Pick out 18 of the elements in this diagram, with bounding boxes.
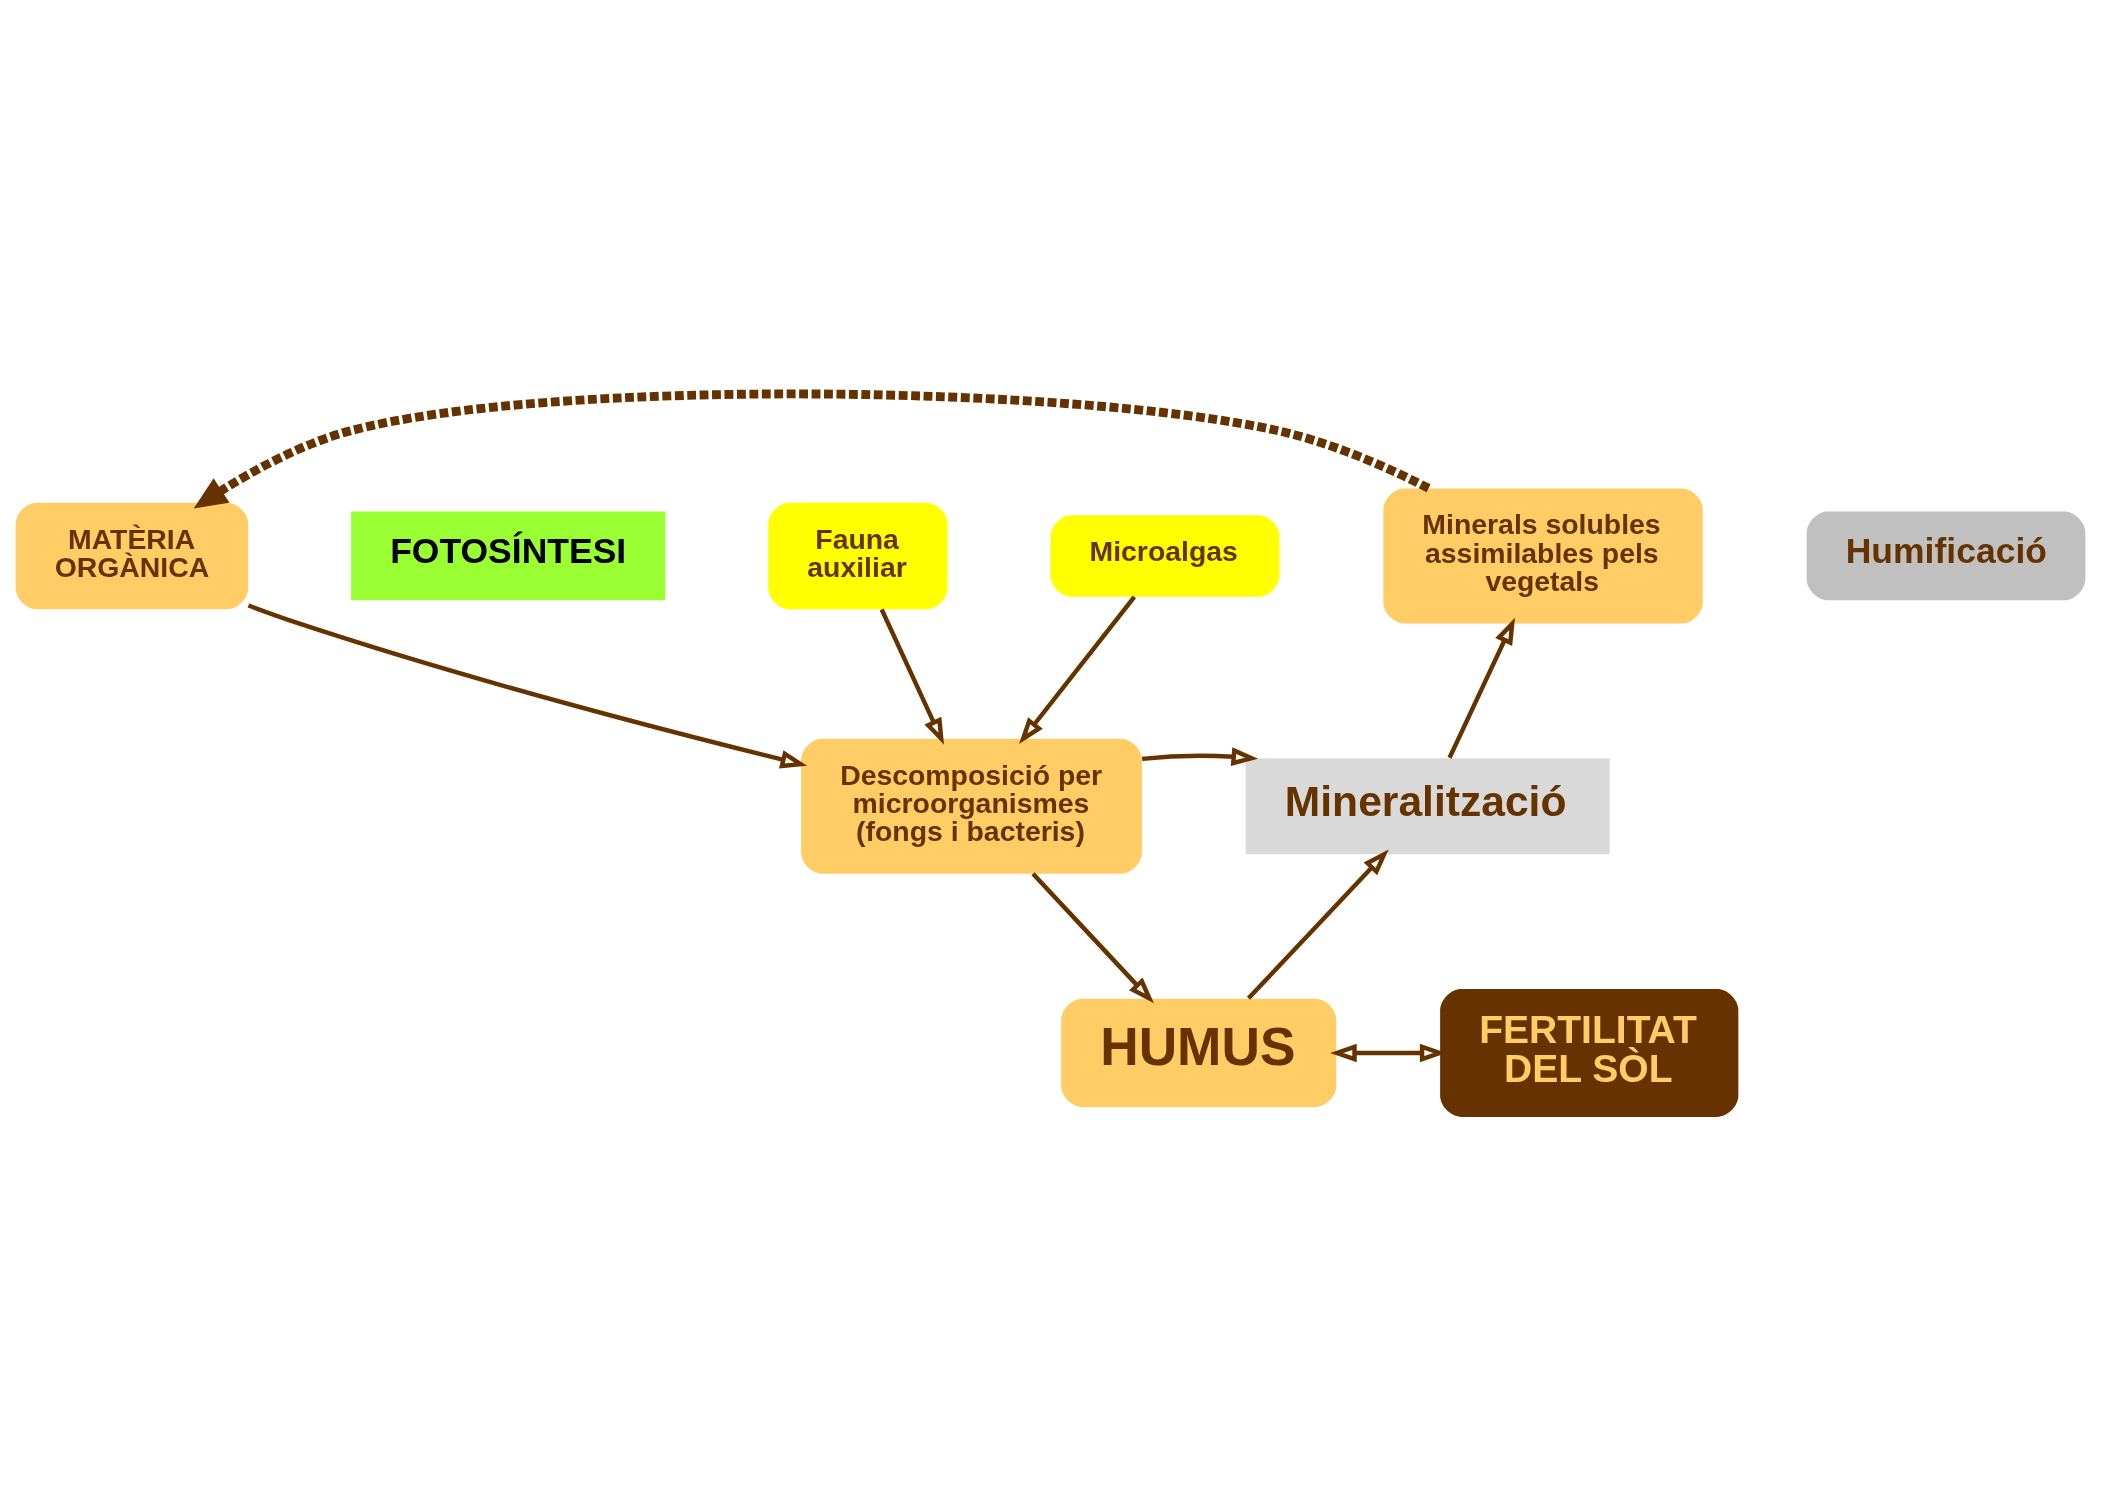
node-box: HUMUS <box>1061 998 1337 1107</box>
node-box: Humificació <box>1806 511 2086 600</box>
arrow <box>1447 617 1515 759</box>
node-box: Minerals solubles assimilables pels vegetals <box>1383 488 1703 623</box>
node-box: Fauna auxiliar <box>768 502 948 609</box>
arrow <box>247 602 808 768</box>
arrow <box>1019 594 1137 744</box>
arrow <box>1246 848 1389 1000</box>
node-box: Mineralització <box>1245 757 1610 854</box>
node-box: FERTILITAT DEL SÒL <box>1440 988 1739 1117</box>
node-box: MATÈRIA ORGÀNICA <box>15 502 249 609</box>
node-box: FOTOSÍNTESI <box>351 511 666 600</box>
arrow <box>879 608 945 745</box>
node-box: Descomposició per microorganismes (fongs i bacteris) <box>801 738 1142 874</box>
arrow <box>1141 746 1259 766</box>
arrow <box>193 389 1431 509</box>
arrow <box>1031 871 1154 1003</box>
node-box: Microalgas <box>1050 514 1280 597</box>
